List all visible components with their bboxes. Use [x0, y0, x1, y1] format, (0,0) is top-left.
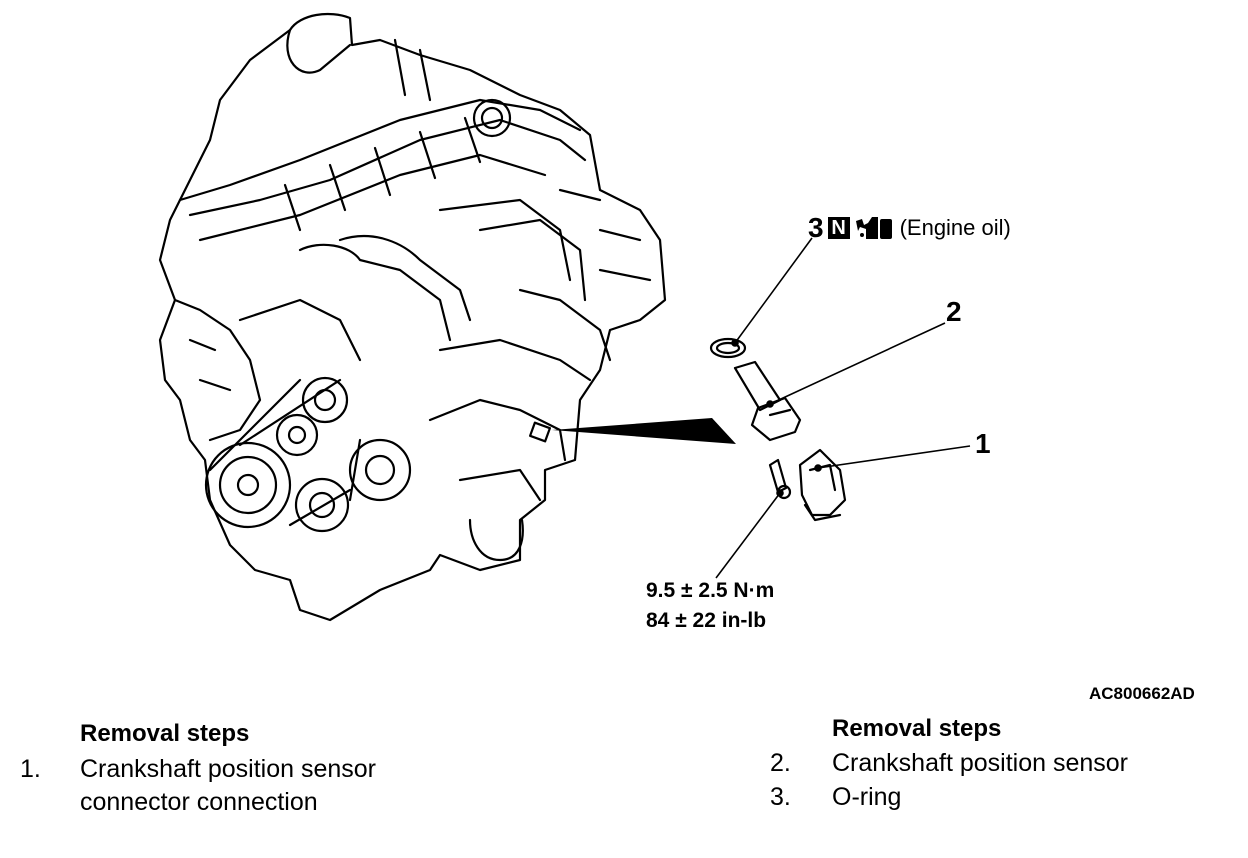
leader-lines: [715, 237, 971, 579]
step-text-continued: connector connection: [80, 788, 318, 816]
callout-3: 3: [808, 212, 824, 243]
location-pointer: [552, 418, 736, 444]
step-number: 1.: [20, 755, 41, 783]
engine-illustration: [158, 12, 971, 622]
figure-code: AC800662AD: [1089, 684, 1195, 703]
step-number: 3.: [770, 783, 791, 811]
callout-1: 1: [975, 428, 991, 459]
n-badge: N: [827, 217, 850, 239]
engine-block-drawing: [158, 12, 667, 622]
oil-can-icon: [855, 217, 892, 239]
torque-metric: 9.5 ± 2.5 N·m: [646, 579, 775, 602]
left-steps-heading: Removal steps: [80, 720, 250, 747]
oil-label-text: (Engine oil): [899, 215, 1011, 240]
bolt-part: [768, 458, 788, 494]
oil-callout: 3 N (Engine oil): [808, 212, 1011, 244]
step-text: Crankshaft position sensor: [80, 755, 376, 783]
callout-2: 2: [946, 296, 962, 327]
o-ring-part: [709, 337, 747, 359]
torque-imperial: 84 ± 22 in-lb: [646, 609, 767, 632]
right-steps-heading: Removal steps: [832, 715, 1002, 742]
step-text: Crankshaft position sensor: [832, 749, 1128, 777]
step-number: 2.: [770, 749, 791, 777]
sensor-connector-part: [798, 448, 847, 517]
step-text: O-ring: [832, 783, 902, 811]
